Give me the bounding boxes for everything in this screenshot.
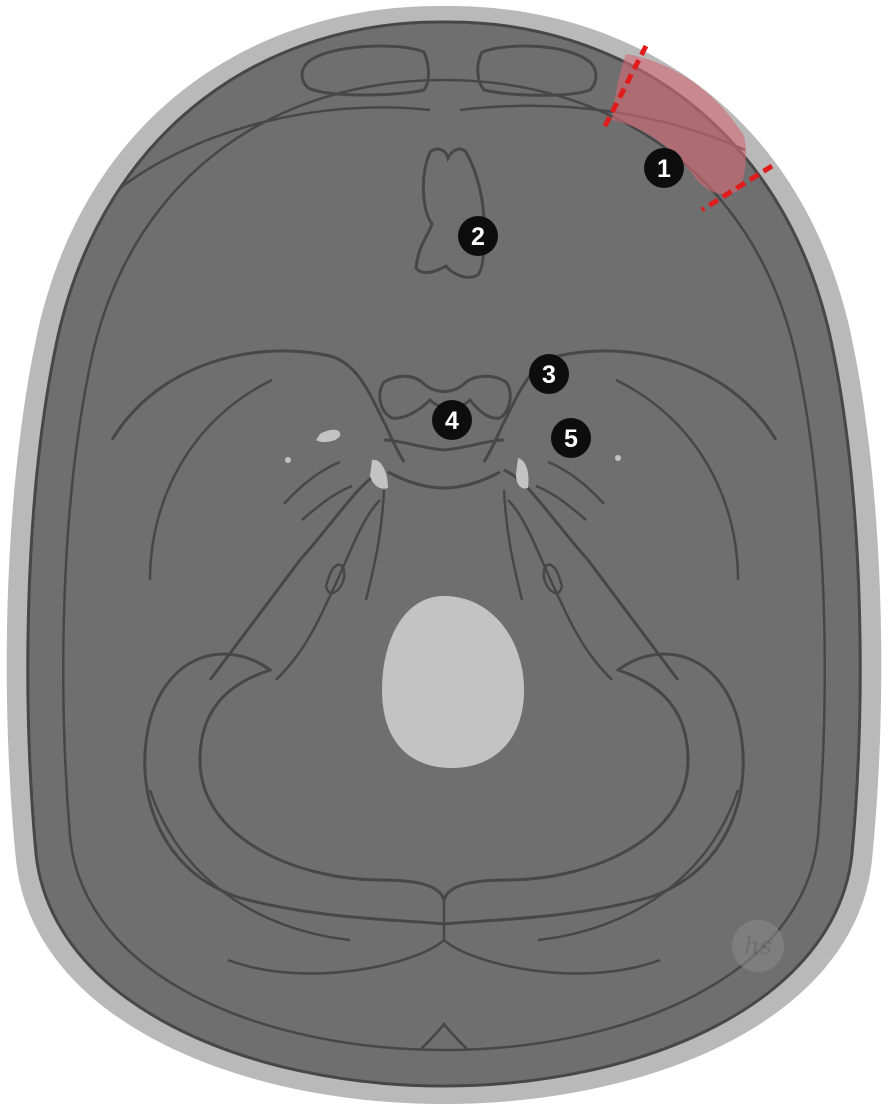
marker-5-label: 5	[564, 425, 578, 453]
foramen-spinosum-left	[285, 457, 291, 463]
marker-2-label: 2	[471, 223, 485, 251]
marker-3-label: 3	[542, 361, 556, 389]
marker-5: 5	[551, 418, 591, 458]
marker-1-label: 1	[657, 155, 671, 183]
foramen-spinosum-right	[615, 455, 621, 461]
marker-4-label: 4	[445, 407, 459, 435]
watermark-logo: hs	[732, 920, 784, 972]
marker-3: 3	[529, 354, 569, 394]
marker-4: 4	[432, 400, 472, 440]
marker-2: 2	[458, 216, 498, 256]
marker-1: 1	[644, 148, 684, 188]
watermark-label: hs	[744, 932, 772, 960]
